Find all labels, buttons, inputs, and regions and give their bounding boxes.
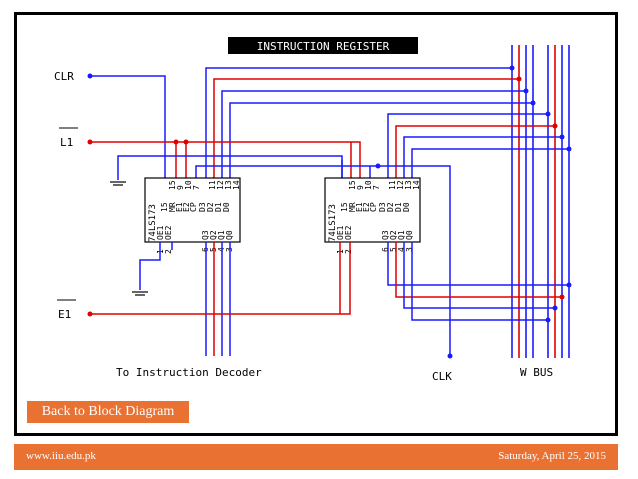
- chip-top-pin: D2: [386, 202, 395, 212]
- chip-bottom-pin: Q1: [217, 230, 226, 240]
- chip-top-pin: D3: [198, 202, 207, 212]
- chip-side-pin: OE1: [156, 225, 165, 240]
- chip-bottom-pin: Q2: [389, 230, 398, 240]
- chip-top-pin: D3: [378, 202, 387, 212]
- chip-top-pin-number: 9: [356, 185, 365, 190]
- chip-bottom-pin: Q3: [381, 230, 390, 240]
- wbus-label: W BUS: [520, 366, 553, 379]
- chip-bottom-pin-number: 3: [405, 247, 414, 252]
- chip-bottom-pin: Q2: [209, 230, 218, 240]
- chip-top-pin-number: 10: [184, 180, 193, 190]
- chip-side-pin-number: 2: [164, 249, 173, 254]
- chip-side-pin: OE2: [164, 225, 173, 240]
- chip-top-pin: E2: [362, 202, 371, 212]
- chip-top-pin-number: 14: [232, 180, 241, 190]
- chip-top-pin: D0: [402, 202, 411, 212]
- chip-2: [324, 177, 421, 243]
- clr-label: CLR: [54, 70, 74, 83]
- chip-top-pin: D2: [206, 202, 215, 212]
- chip-top-pin: MR: [168, 202, 177, 212]
- slide-frame: [14, 12, 618, 436]
- chip-bottom-pin: Q1: [397, 230, 406, 240]
- chip-top-pin: E2: [182, 202, 191, 212]
- chip-1-label: 74LS173: [148, 204, 158, 242]
- chip-top-pin-number: 10: [364, 180, 373, 190]
- chip-top-pin-number: 12: [396, 180, 405, 190]
- footer-date: Saturday, April 25, 2015: [498, 450, 606, 462]
- chip-top-pin: D1: [394, 202, 403, 212]
- diagram-title: INSTRUCTION REGISTER: [257, 40, 390, 53]
- chip-1: [144, 177, 241, 243]
- clk-label: CLK: [432, 370, 452, 383]
- chip-bottom-pin-number: 5: [389, 247, 398, 252]
- chip-2-label: 74LS173: [328, 204, 338, 242]
- chip-top-pin-number: 7: [372, 185, 381, 190]
- chip-top-pin: CP: [369, 202, 378, 212]
- chip-top-pin-number: 13: [224, 180, 233, 190]
- decoder-label: To Instruction Decoder: [116, 366, 262, 379]
- chip-top-pin: MR: [348, 202, 357, 212]
- chip-top-pin: E1: [175, 202, 184, 212]
- chip-top-pin-number: 13: [404, 180, 413, 190]
- l1-label: L1: [60, 136, 73, 149]
- chip-top-pin: CP: [189, 202, 198, 212]
- footer-website: www.iiu.edu.pk: [26, 450, 96, 462]
- chip-side-pin: OE2: [344, 225, 353, 240]
- chip-bottom-pin: Q0: [225, 230, 234, 240]
- back-to-block-diagram-button[interactable]: Back to Block Diagram: [26, 400, 190, 424]
- chip-bottom-pin-number: 4: [397, 247, 406, 252]
- chip-top-pin: D0: [222, 202, 231, 212]
- chip-top-pin-number: 14: [412, 180, 421, 190]
- chip-side-pin-number: 2: [344, 249, 353, 254]
- title-box: [228, 37, 418, 54]
- chip-bottom-pin: Q3: [201, 230, 210, 240]
- chip-top-pin-number: 7: [192, 185, 201, 190]
- chip-top-pin: 15: [340, 202, 349, 212]
- chip-top-pin-number: 11: [388, 180, 397, 190]
- chip-top-pin-number: 9: [176, 185, 185, 190]
- chip-top-pin-number: 15: [348, 180, 357, 190]
- chip-top-pin-number: 12: [216, 180, 225, 190]
- chip-top-pin: 15: [160, 202, 169, 212]
- chip-top-pin-number: 15: [168, 180, 177, 190]
- chip-bottom-pin: Q0: [405, 230, 414, 240]
- chip-top-pin: D1: [214, 202, 223, 212]
- footer-bar: www.iiu.edu.pk Saturday, April 25, 2015: [14, 444, 618, 470]
- chip-side-pin: OE1: [336, 225, 345, 240]
- instruction-register-schematic: INSTRUCTION REGISTER: [54, 37, 572, 383]
- chip-bottom-pin-number: 6: [381, 247, 390, 252]
- chip-top-pin: E1: [355, 202, 364, 212]
- e1-label: E1: [58, 308, 71, 321]
- chip-top-pin-number: 11: [208, 180, 217, 190]
